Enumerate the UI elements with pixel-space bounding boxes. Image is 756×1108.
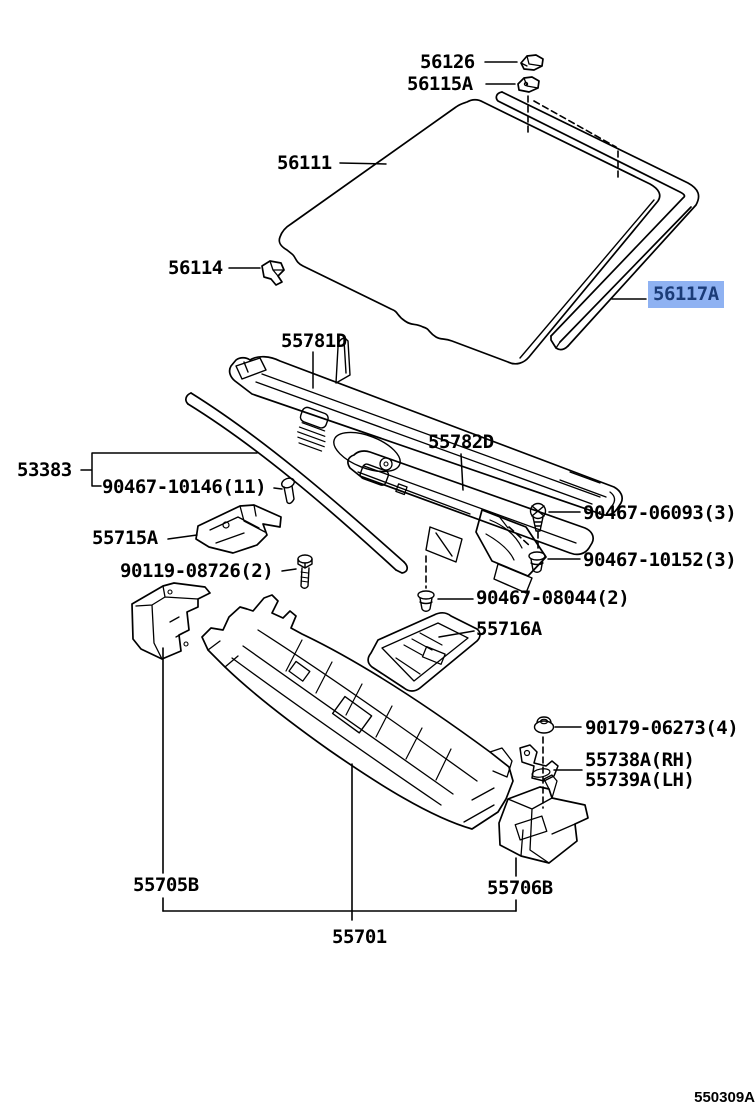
part-label-90179-06273[interactable]: 90179-06273(4): [585, 717, 739, 739]
brace-55716A-drawing: [367, 612, 481, 692]
bracket-55738A-drawing: [519, 744, 559, 782]
part-label-55705B[interactable]: 55705B: [133, 874, 199, 896]
part-label-55716A[interactable]: 55716A: [476, 618, 542, 640]
screw-90467-06093-icon: [529, 502, 547, 532]
part-label-55782D[interactable]: 55782D: [428, 431, 494, 453]
clip-56114-icon: [261, 260, 285, 286]
nut-90179-06273-icon: [533, 716, 555, 734]
part-label-56114[interactable]: 56114: [168, 257, 223, 279]
bolt-90119-08726-icon: [297, 554, 313, 589]
part-label-56115A[interactable]: 56115A: [407, 73, 473, 95]
clip-56126-icon: [520, 54, 544, 71]
dashed-guides-mid: [425, 526, 539, 589]
leader-lines: [80, 61, 647, 771]
part-label-55738A[interactable]: 55738A(RH): [585, 749, 695, 771]
clip-90467-10152-icon: [528, 551, 546, 573]
part-label-90119-08726[interactable]: 90119-08726(2): [120, 560, 274, 582]
part-label-56117A-selected[interactable]: 56117A: [648, 281, 724, 308]
part-label-90467-06093[interactable]: 90467-06093(3): [583, 502, 737, 524]
part-label-55739A[interactable]: 55739A(LH): [585, 769, 695, 791]
part-label-90467-10146[interactable]: 90467-10146(11): [102, 476, 267, 498]
louver-55781D-drawing: [228, 337, 624, 516]
bracket-55706B-drawing: [498, 774, 589, 864]
part-label-53383[interactable]: 53383: [17, 459, 72, 481]
clip-56115A-icon: [517, 76, 540, 93]
louver-55782D-drawing: [347, 450, 595, 594]
part-label-55715A[interactable]: 55715A: [92, 527, 158, 549]
dashed-guides-top: [527, 95, 619, 181]
part-label-90467-10152[interactable]: 90467-10152(3): [583, 549, 737, 571]
part-label-55781D[interactable]: 55781D: [281, 330, 347, 352]
clip-90467-08044-icon: [417, 590, 435, 612]
clip-90467-10146-icon: [281, 477, 295, 505]
part-label-56126[interactable]: 56126: [420, 51, 475, 73]
part-label-55701[interactable]: 55701: [332, 926, 387, 948]
grouping-bracket-lines: [162, 647, 517, 921]
windshield-glass-drawing: [278, 98, 661, 365]
part-label-55706B[interactable]: 55706B: [487, 877, 553, 899]
diagram-reference-code: 550309A: [694, 1089, 755, 1106]
dash-panel-55701-drawing: [201, 594, 514, 830]
bracket-55715A-drawing: [195, 504, 282, 554]
part-label-56111[interactable]: 56111: [277, 152, 332, 174]
part-label-90467-08044[interactable]: 90467-08044(2): [476, 587, 630, 609]
bracket-55705B-drawing: [131, 582, 211, 660]
moulding-56117A-drawing: [495, 91, 700, 351]
